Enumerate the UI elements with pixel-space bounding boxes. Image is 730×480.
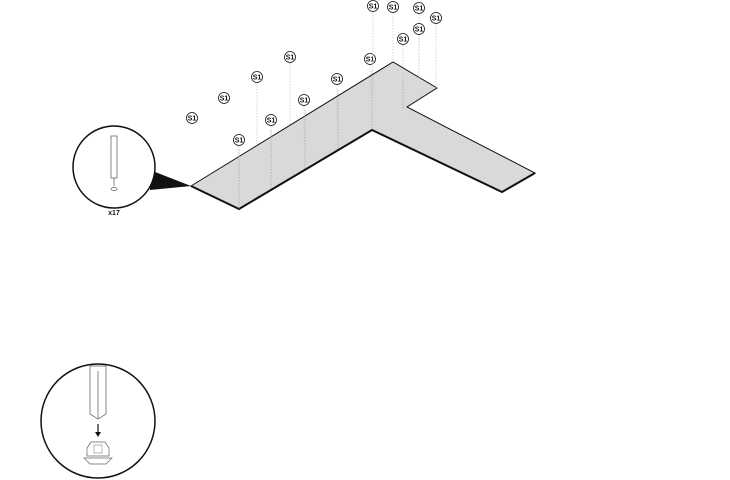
s1-marker: S1 (298, 94, 310, 106)
s1-marker: S1 (251, 71, 263, 83)
marker-label: S1 (432, 15, 441, 22)
marker-circle (186, 112, 198, 124)
marker-circle (413, 2, 425, 14)
marker-label: S1 (286, 54, 295, 61)
marker-label: S1 (366, 56, 375, 63)
s1-marker: S1 (413, 23, 425, 35)
s1-marker: S1 (397, 33, 409, 45)
s1-marker: S1 (364, 53, 376, 65)
foot-detail-circle (40, 363, 156, 479)
marker-label: S1 (188, 115, 197, 122)
s1-marker: S1 (186, 112, 198, 124)
marker-circle (251, 71, 263, 83)
marker-circle (367, 0, 379, 12)
marker-label: S1 (415, 5, 424, 12)
down-arrow-icon (95, 424, 101, 437)
marker-label: S1 (220, 95, 229, 102)
s1-marker: S1 (233, 134, 245, 146)
leg-detail-callout: x17 (72, 125, 191, 217)
s1-marker: S1 (367, 0, 379, 12)
marker-circle (331, 73, 343, 85)
marker-circle (364, 53, 376, 65)
s1-marker: S1 (265, 114, 277, 126)
s1-marker: S1 (430, 12, 442, 24)
foot-insert-callout (40, 363, 156, 479)
marker-label: S1 (267, 117, 276, 124)
marker-circle (430, 12, 442, 24)
marker-circle (284, 51, 296, 63)
marker-label: S1 (415, 26, 424, 33)
marker-circle (218, 92, 230, 104)
leg-with-foot-detail (110, 135, 118, 191)
marker-circle (413, 23, 425, 35)
marker-circle (265, 114, 277, 126)
marker-label: S1 (300, 97, 309, 104)
marker-label: S1 (389, 4, 398, 11)
marker-circle (298, 94, 310, 106)
marker-label: S1 (369, 3, 378, 10)
s1-marker: S1 (413, 2, 425, 14)
marker-circle (387, 1, 399, 13)
detail-quantity: x17 (108, 210, 120, 217)
marker-label: S1 (253, 74, 262, 81)
marker-circle (397, 33, 409, 45)
panel-leg-ticks (238, 70, 404, 209)
panel-front-edge (190, 128, 536, 211)
s1-marker: S1 (331, 73, 343, 85)
detail-pointer (150, 170, 191, 190)
marker-label: S1 (333, 76, 342, 83)
s1-marker: S1 (284, 51, 296, 63)
s1-marker: S1 (387, 1, 399, 13)
leg-foot-insert-detail (83, 365, 113, 465)
s1-marker: S1 (218, 92, 230, 104)
desktop-panel (189, 61, 537, 211)
marker-label: S1 (235, 137, 244, 144)
marker-circle (233, 134, 245, 146)
marker-label: S1 (399, 36, 408, 43)
